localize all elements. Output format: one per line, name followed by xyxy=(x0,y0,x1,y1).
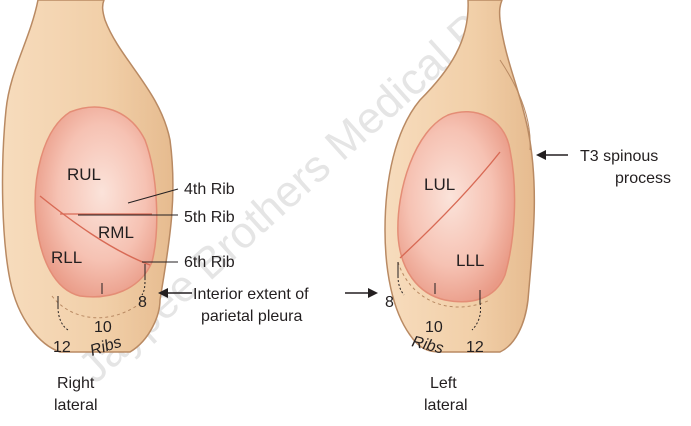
pleura-label-line2: parietal pleura xyxy=(201,308,303,325)
pleura-arrow-right-head xyxy=(368,288,378,298)
right-lung xyxy=(35,107,157,297)
rib4-label: 4th Rib xyxy=(184,181,235,198)
left-lower-lobe-label: LLL xyxy=(456,251,484,270)
left-title-line1: Left xyxy=(430,375,457,392)
pleura-label-line1: Interior extent of xyxy=(193,286,309,303)
right-title-line1: Right xyxy=(57,375,95,392)
left-rib-number-8: 8 xyxy=(385,294,394,311)
left-upper-lobe-label: LUL xyxy=(424,175,455,194)
right-rib-number-12: 12 xyxy=(53,339,71,356)
t3-label-line1: T3 spinous xyxy=(580,148,658,165)
t3-label-line2: process xyxy=(615,170,671,187)
rib5-label: 5th Rib xyxy=(184,209,235,226)
right-upper-lobe-label: RUL xyxy=(67,165,101,184)
t3-arrow-head xyxy=(536,150,546,160)
right-middle-lobe-label: RML xyxy=(98,223,134,242)
right-title-line2: lateral xyxy=(54,397,98,414)
right-lower-lobe-label: RLL xyxy=(51,248,82,267)
rib6-label: 6th Rib xyxy=(184,254,235,271)
left-title-line2: lateral xyxy=(424,397,468,414)
left-rib-number-10: 10 xyxy=(425,319,443,336)
right-rib-number-10: 10 xyxy=(94,319,112,336)
left-rib-number-12: 12 xyxy=(466,339,484,356)
right-rib-number-8: 8 xyxy=(138,294,147,311)
